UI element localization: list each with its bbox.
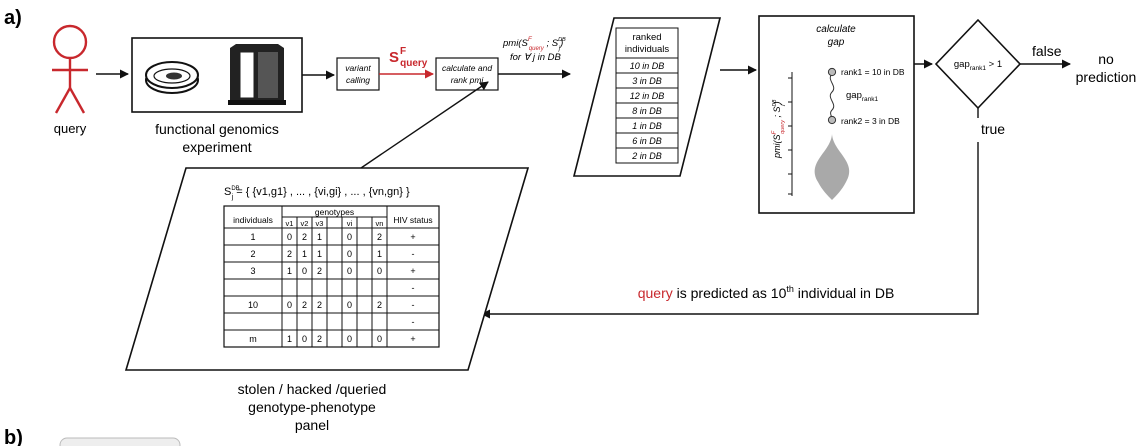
rank2-label: rank2 = 3 in DB [841, 116, 900, 126]
experiment-label-line1: functional genomics [155, 121, 279, 137]
table-cell-individual: m [249, 334, 257, 344]
table-cell-genotype: 1 [377, 249, 382, 259]
table-cell-genotype: 0 [347, 232, 352, 242]
table-cell-genotype: 0 [347, 249, 352, 259]
ranked-list: 10 in DB 3 in DB 12 in DB 8 in DB 1 in DB 6 i… [615, 57, 679, 164]
table-cell-genotype: 1 [287, 334, 292, 344]
table-cell-individual: 3 [250, 266, 255, 276]
table-cell-genotype: 0 [287, 232, 292, 242]
panel-label: a) [4, 7, 22, 29]
decision-diamond [934, 18, 1022, 110]
false-label: false [1032, 43, 1062, 59]
next-panel-label: b) [4, 427, 23, 446]
gap-axis [788, 72, 793, 196]
no-prediction-line2: prediction [1076, 69, 1137, 85]
gap-title-line1: calculate [816, 24, 856, 35]
table-cell-genotype: 0 [347, 334, 352, 344]
gap-title-line2: gap [828, 37, 845, 48]
query-label: query [54, 121, 87, 136]
calculate-rank-line1: calculate and [442, 63, 492, 73]
table-cell-status: + [410, 232, 415, 242]
table-subheader: v3 [316, 219, 324, 228]
table-cell-genotype: 2 [377, 300, 382, 310]
table-cell-status: - [412, 283, 415, 293]
ranked-item-box [615, 147, 679, 164]
table-cell-genotype: 2 [302, 300, 307, 310]
rank2-marker [827, 115, 837, 125]
table-cell-genotype: 1 [287, 266, 292, 276]
ranked-header-line2: individuals [625, 44, 670, 55]
calculate-rank-line2: rank pmi [451, 75, 485, 85]
ranked-item: 8 in DB [632, 106, 662, 116]
experiment-label-line2: experiment [182, 139, 251, 155]
table-cell-genotype: 2 [302, 232, 307, 242]
ranked-item: 12 in DB [630, 91, 665, 101]
table-subheader: vi [347, 219, 353, 228]
table-cell-status: + [410, 266, 415, 276]
next-panel-tab [59, 437, 181, 446]
variant-calling-box [336, 57, 380, 91]
rank1-marker [827, 67, 837, 77]
arrow-true-to-panel [481, 142, 979, 319]
table-header-individuals: individuals [233, 215, 273, 225]
table-cell-genotype: 2 [317, 300, 322, 310]
pmi-formula-line2: for ∀ j in DB [510, 52, 562, 63]
prediction-text: query is predicted as 10th individual in… [638, 284, 895, 301]
table-cell-genotype: 2 [287, 249, 292, 259]
table-cell-genotype: 2 [317, 334, 322, 344]
ranked-item: 2 in DB [631, 151, 662, 161]
panel-caption-line1: stolen / hacked /queried [238, 381, 387, 397]
ranked-item: 6 in DB [632, 136, 662, 146]
table-cell-genotype: 2 [377, 232, 382, 242]
petri-dish-icon [145, 61, 199, 94]
panel-caption-line3: panel [295, 417, 329, 433]
table-cell-genotype: 0 [377, 266, 382, 276]
ranked-header-line1: ranked [632, 32, 661, 43]
panel-caption-line2: genotype-phenotype [248, 399, 376, 415]
table-cell-genotype: 2 [317, 266, 322, 276]
arrow-panel-to-pmi [360, 81, 489, 169]
table-subheader: vn [376, 219, 384, 228]
table-cell-genotype: 0 [302, 334, 307, 344]
table-frame [223, 205, 440, 348]
table-cell-individual: 2 [250, 249, 255, 259]
table-cell-individual: 10 [248, 300, 258, 310]
table-cell-status: - [412, 249, 415, 259]
variant-calling-line2: calling [346, 75, 370, 85]
ranked-item: 3 in DB [632, 76, 662, 86]
table-cell-genotype: 1 [302, 249, 307, 259]
decision-label: gaprank1 > 1 [954, 59, 1002, 72]
table-cell-genotype: 0 [287, 300, 292, 310]
gap-rank1-label: gaprank1 [846, 90, 879, 103]
table-cell-genotype: 1 [317, 232, 322, 242]
table-subheader: v2 [301, 219, 309, 228]
table-header-genotypes: genotypes [315, 207, 354, 217]
table-cell-status: + [410, 334, 415, 344]
table-cell-genotype: 0 [377, 334, 382, 344]
ranked-item: 10 in DB [630, 61, 665, 71]
table-cell-genotype: 0 [347, 266, 352, 276]
table-cell-status: - [412, 317, 415, 327]
table-header-status: HIV status [393, 215, 432, 225]
true-label: true [981, 121, 1005, 137]
table-subheader: v1 [286, 219, 294, 228]
variant-calling-line1: variant [345, 63, 371, 73]
table-cell-status: - [412, 300, 415, 310]
table-cell-genotype: 0 [347, 300, 352, 310]
rank1-label: rank1 = 10 in DB [841, 67, 905, 77]
query-person-icon [52, 24, 88, 114]
table-cell-genotype: 0 [302, 266, 307, 276]
sequencer-icon [228, 44, 286, 105]
table-cell-individual: 1 [250, 232, 255, 242]
no-prediction-line1: no [1098, 51, 1114, 67]
violin-shape [814, 134, 850, 200]
ranked-item: 1 in DB [632, 121, 662, 131]
table-cell-genotype: 1 [317, 249, 322, 259]
